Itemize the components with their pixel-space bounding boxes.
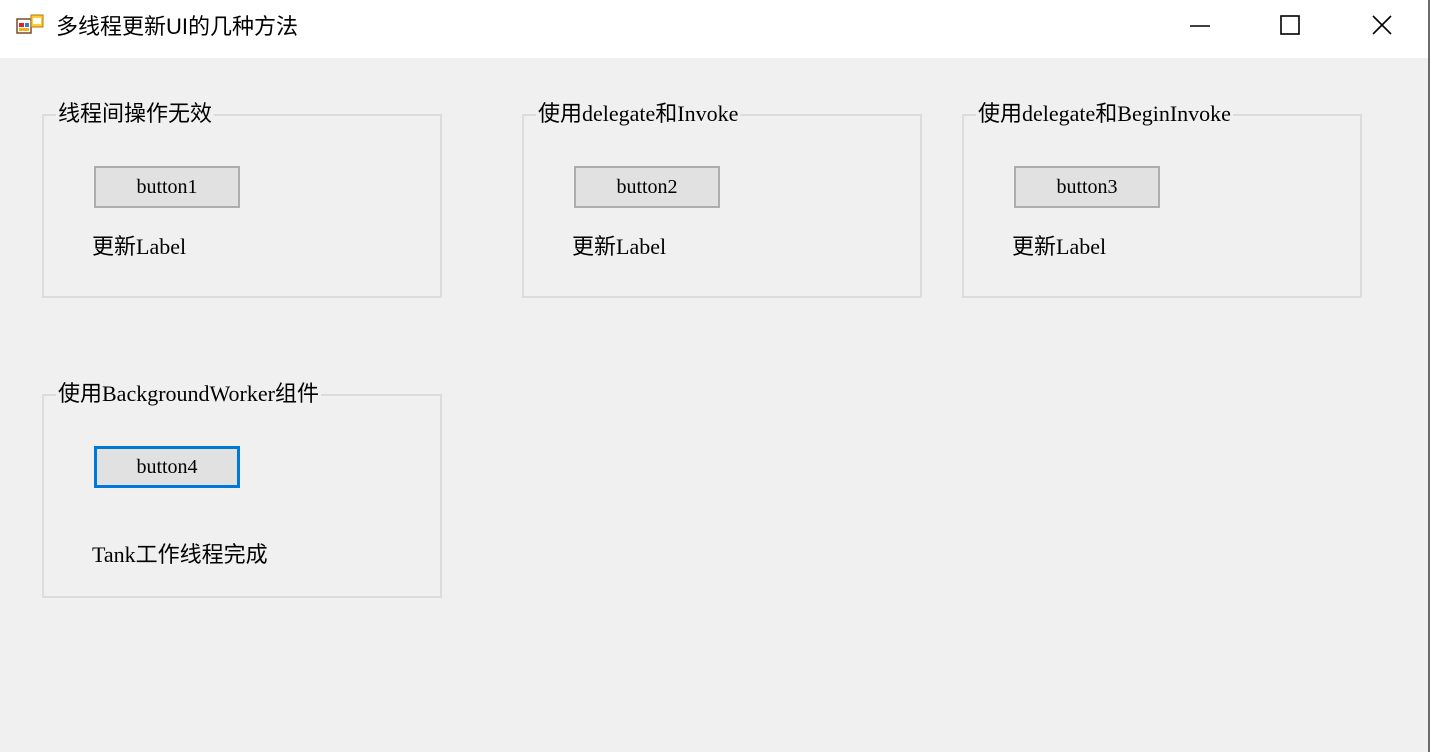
status-label: 更新Label [1012, 234, 1107, 259]
groupbox-title: 使用BackgroundWorker组件 [56, 379, 321, 409]
groupbox-title: 线程间操作无效 [56, 99, 215, 129]
form-client-area: 线程间操作无效 button1 更新Label 使用delegate和Invok… [0, 58, 1428, 752]
minimize-icon [1188, 13, 1212, 42]
button3[interactable]: button3 [1014, 166, 1160, 208]
groupbox-delegate-begininvoke: 使用delegate和BeginInvoke button3 更新Label [962, 99, 1362, 298]
close-icon [1370, 13, 1394, 42]
maximize-icon [1278, 13, 1302, 42]
status-label: 更新Label [572, 234, 667, 259]
status-label: 更新Label [92, 234, 187, 259]
maximize-button[interactable] [1244, 0, 1336, 54]
window-title: 多线程更新UI的几种方法 [56, 14, 299, 39]
app-window-icon [16, 14, 44, 38]
minimize-button[interactable] [1154, 0, 1246, 54]
button4[interactable]: button4 [94, 446, 240, 488]
title-bar[interactable]: 多线程更新UI的几种方法 [0, 0, 1428, 58]
groupbox-title: 使用delegate和Invoke [536, 99, 741, 129]
button2[interactable]: button2 [574, 166, 720, 208]
groupbox-backgroundworker: 使用BackgroundWorker组件 button4 Tank工作线程完成 [42, 379, 442, 598]
close-button[interactable] [1336, 0, 1428, 54]
groupbox-delegate-invoke: 使用delegate和Invoke button2 更新Label [522, 99, 922, 298]
groupbox-invalid-cross-thread: 线程间操作无效 button1 更新Label [42, 99, 442, 298]
status-label: Tank工作线程完成 [92, 542, 268, 567]
button1[interactable]: button1 [94, 166, 240, 208]
groupbox-title: 使用delegate和BeginInvoke [976, 99, 1233, 129]
